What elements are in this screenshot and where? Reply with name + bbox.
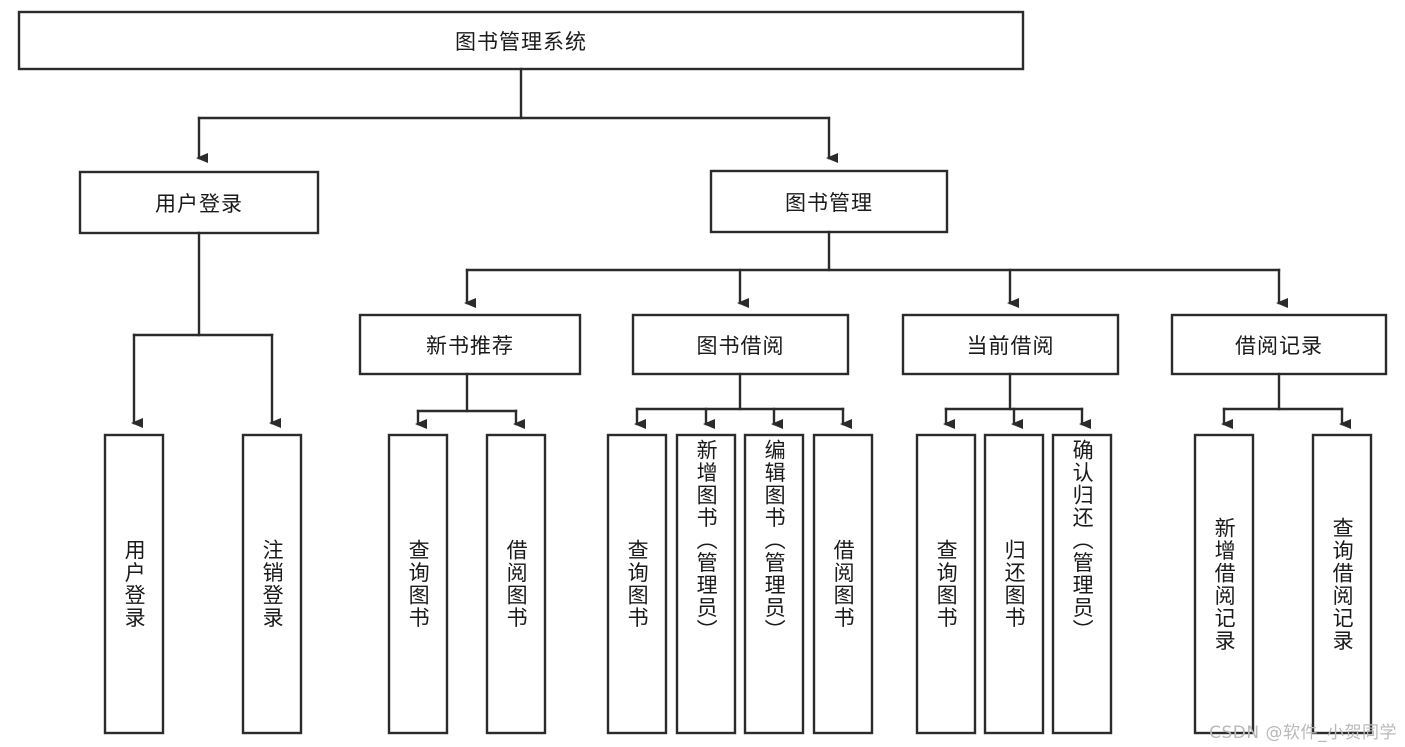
node-box-borrow-records[interactable] — [1170, 313, 1388, 376]
leaf-box-borrow-books-recommend[interactable] — [485, 433, 547, 735]
leaf-box-return-books[interactable] — [983, 433, 1045, 735]
leaf-box-query-books-borrow[interactable] — [606, 433, 668, 735]
leaf-box-add-borrow-record[interactable] — [1193, 433, 1255, 735]
node-box-user-login[interactable] — [78, 170, 320, 235]
leaf-box-query-borrow-record[interactable] — [1311, 433, 1373, 735]
leaf-box-query-books-recommend[interactable] — [387, 433, 449, 735]
csdn-watermark: CSDN @软件_小贺同学 — [1209, 723, 1397, 743]
node-box-current-borrow[interactable] — [901, 313, 1120, 376]
leaf-box-query-books-current[interactable] — [915, 433, 977, 735]
node-box-book-management[interactable] — [709, 169, 949, 234]
node-box-root[interactable] — [17, 10, 1025, 71]
leaf-box-lend-books[interactable] — [812, 433, 874, 735]
leaf-box-user-logout[interactable] — [241, 433, 303, 735]
leaf-box-user-login[interactable] — [103, 433, 165, 735]
leaf-box-confirm-return-admin[interactable] — [1051, 433, 1113, 735]
node-box-book-borrow[interactable] — [631, 313, 850, 376]
leaf-box-add-book-admin[interactable] — [675, 433, 737, 735]
node-box-new-book-recommend[interactable] — [358, 313, 582, 376]
leaf-box-edit-book-admin[interactable] — [743, 433, 805, 735]
